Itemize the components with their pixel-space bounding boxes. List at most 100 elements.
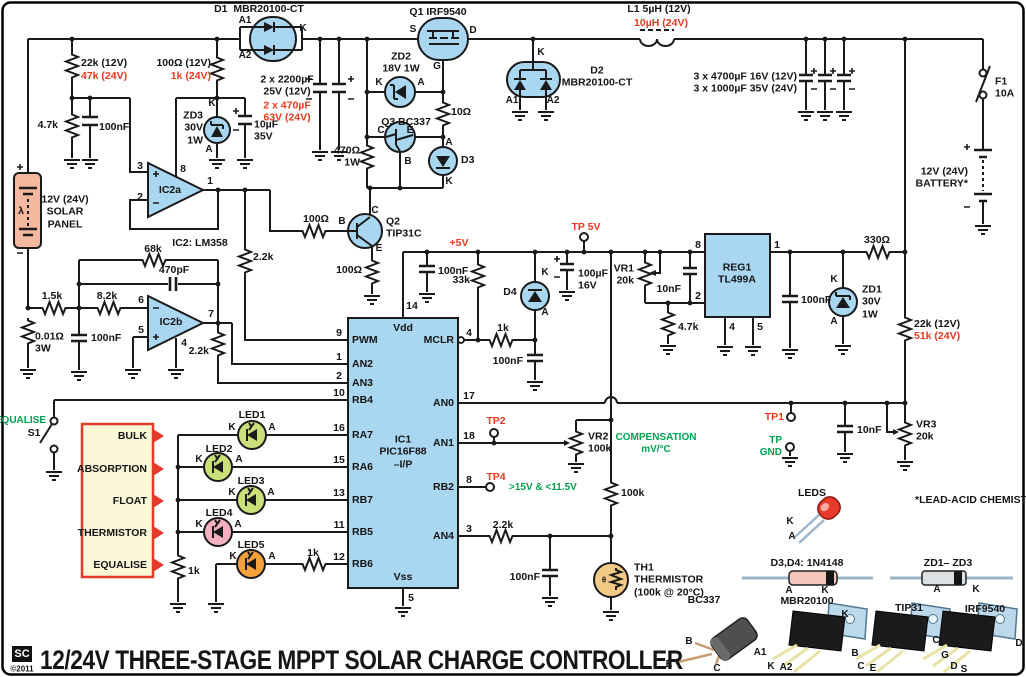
r10-label: 10Ω: [451, 105, 472, 118]
l1-label: L1 5µH (12V): [627, 2, 691, 15]
mbr-k-tab: K: [841, 609, 849, 621]
zd2-zener: [384, 76, 416, 108]
led4-label: LED4: [205, 506, 233, 519]
q1-s-pin: S: [409, 24, 417, 36]
ic1-pin-label: AN1: [432, 436, 454, 449]
ic1-pin14: 14: [406, 299, 418, 312]
q2-transistor: [347, 213, 383, 249]
leds-pkg-label: LEDS: [797, 486, 827, 499]
c100n-reg-label: 100nF: [801, 293, 832, 306]
ic2a-pin2: 2: [137, 190, 143, 203]
r22k-label: 22k (12V): [81, 56, 128, 69]
zd-pkg-k: K: [972, 584, 980, 596]
led5: [236, 549, 266, 579]
ic2b-pin5: 5: [138, 323, 144, 336]
r2k2-an4-label: 2.2k: [492, 518, 514, 531]
ic1-pin-label: RB2: [432, 480, 454, 493]
ic2a-label: IC2a: [158, 183, 182, 196]
r8k2-label: 8.2k: [96, 289, 118, 302]
tip31-b-pin: B: [851, 648, 859, 660]
led3-label: LED3: [237, 474, 265, 487]
status-legend-box: [80, 422, 164, 579]
d2-k-pin: K: [537, 47, 545, 59]
r1k5-label: 1.5k: [41, 289, 63, 302]
mbr-a2-pin: A2: [779, 662, 793, 674]
d3-diode: [428, 146, 458, 176]
ic2b-opamp: [147, 294, 206, 352]
rshunt-label: 0.01Ω 3W: [35, 330, 64, 355]
q3-e-pin: E: [406, 125, 414, 137]
r33k-label: 33k: [452, 273, 470, 286]
ic1-pin-num: 3: [466, 522, 472, 535]
irf-d-pin: D: [950, 661, 958, 673]
ic1-pin-num: 4: [466, 326, 472, 339]
r4k7-label: 4.7k: [37, 118, 58, 131]
ic2a-opamp: [147, 161, 206, 219]
bc337-package: [677, 617, 758, 665]
r100-label: 100Ω (12V): [156, 56, 211, 69]
s1-label: S1: [27, 426, 41, 439]
c10uf-label: 10µF 35V: [254, 118, 279, 143]
ic2b-label: IC2b: [159, 315, 183, 328]
d1-k-pin: K: [299, 23, 307, 35]
reg1-pin4: 4: [729, 320, 735, 333]
c100n-5v-label: 100nF: [438, 264, 469, 277]
panel-label: 12V (24V) SOLAR PANEL: [41, 193, 89, 231]
d4-label: D4: [503, 285, 517, 298]
d2-dual-diode: [506, 61, 561, 98]
leds-package: [794, 496, 841, 544]
r1k-24v-label: 1k (24V): [170, 69, 211, 82]
reg1-chip: [704, 233, 771, 318]
d1-dual-diode: [249, 16, 297, 62]
c100n-label: 100nF: [99, 120, 130, 133]
d2-a2-pin: A2: [546, 95, 560, 107]
tp2-label: TP2: [486, 414, 506, 427]
r1k-mclr-label: 1k: [497, 321, 509, 334]
th1-label: TH1 THERMISTOR (100k @ 20°C): [634, 561, 704, 599]
led3-a-pin: A: [267, 487, 275, 499]
reg1-label: REG1 TL499A: [718, 261, 756, 286]
c10nf-label: 10nF: [656, 282, 681, 295]
polarity-marks: [233, 68, 970, 278]
ic1-pin-label: RA7: [352, 428, 374, 441]
r2k2-a-label: 2.2k: [253, 250, 274, 263]
c470p-label: 470pF: [158, 263, 190, 276]
ic1-pin-num: 15: [333, 453, 345, 466]
led5-label: LED5: [237, 538, 265, 551]
mclr-bubble: [457, 336, 465, 344]
zd-pkg-a: A: [933, 584, 941, 596]
led4-a-pin: A: [234, 519, 242, 531]
q2-label: Q2 TIP31C: [386, 215, 422, 240]
junction-dots: [25, 36, 908, 539]
led1-label: LED1: [238, 408, 266, 421]
ic1-pin-label: AN3: [352, 376, 374, 389]
d3-k-pin: K: [445, 176, 453, 188]
r330-label: 330Ω: [864, 233, 890, 246]
led5-a-pin: A: [268, 551, 276, 563]
d1-label: D1 MBR20100-CT: [214, 2, 304, 15]
ic1-pin-num: 18: [463, 429, 475, 442]
ic2b-pin4: 4: [181, 336, 187, 349]
reg1-pin5: 5: [757, 320, 763, 333]
inductor-l1: [639, 29, 675, 47]
d4-diode: [520, 281, 550, 311]
r2k2-b-label: 2.2k: [188, 344, 209, 357]
c100uf-label: 100µF 16V: [578, 267, 608, 292]
ic1-vss: Vss: [393, 570, 413, 583]
zd1-a-pin: A: [830, 316, 838, 328]
d2-a1-pin: A1: [505, 95, 519, 107]
q2-rb-label: 100Ω: [303, 212, 329, 225]
c100n-mclr-label: 100nF: [492, 354, 523, 367]
led3: [236, 485, 266, 515]
ic1-pin-num: 2: [336, 369, 342, 382]
led2-k-pin: K: [195, 454, 203, 466]
d3-label: D3: [461, 153, 475, 166]
led2: [203, 452, 233, 482]
zd3-a-pin: A: [205, 144, 213, 156]
r470-label: 470Ω 1W: [334, 144, 360, 169]
q2-e-pin: E: [375, 243, 383, 255]
test-points: [485, 232, 796, 492]
